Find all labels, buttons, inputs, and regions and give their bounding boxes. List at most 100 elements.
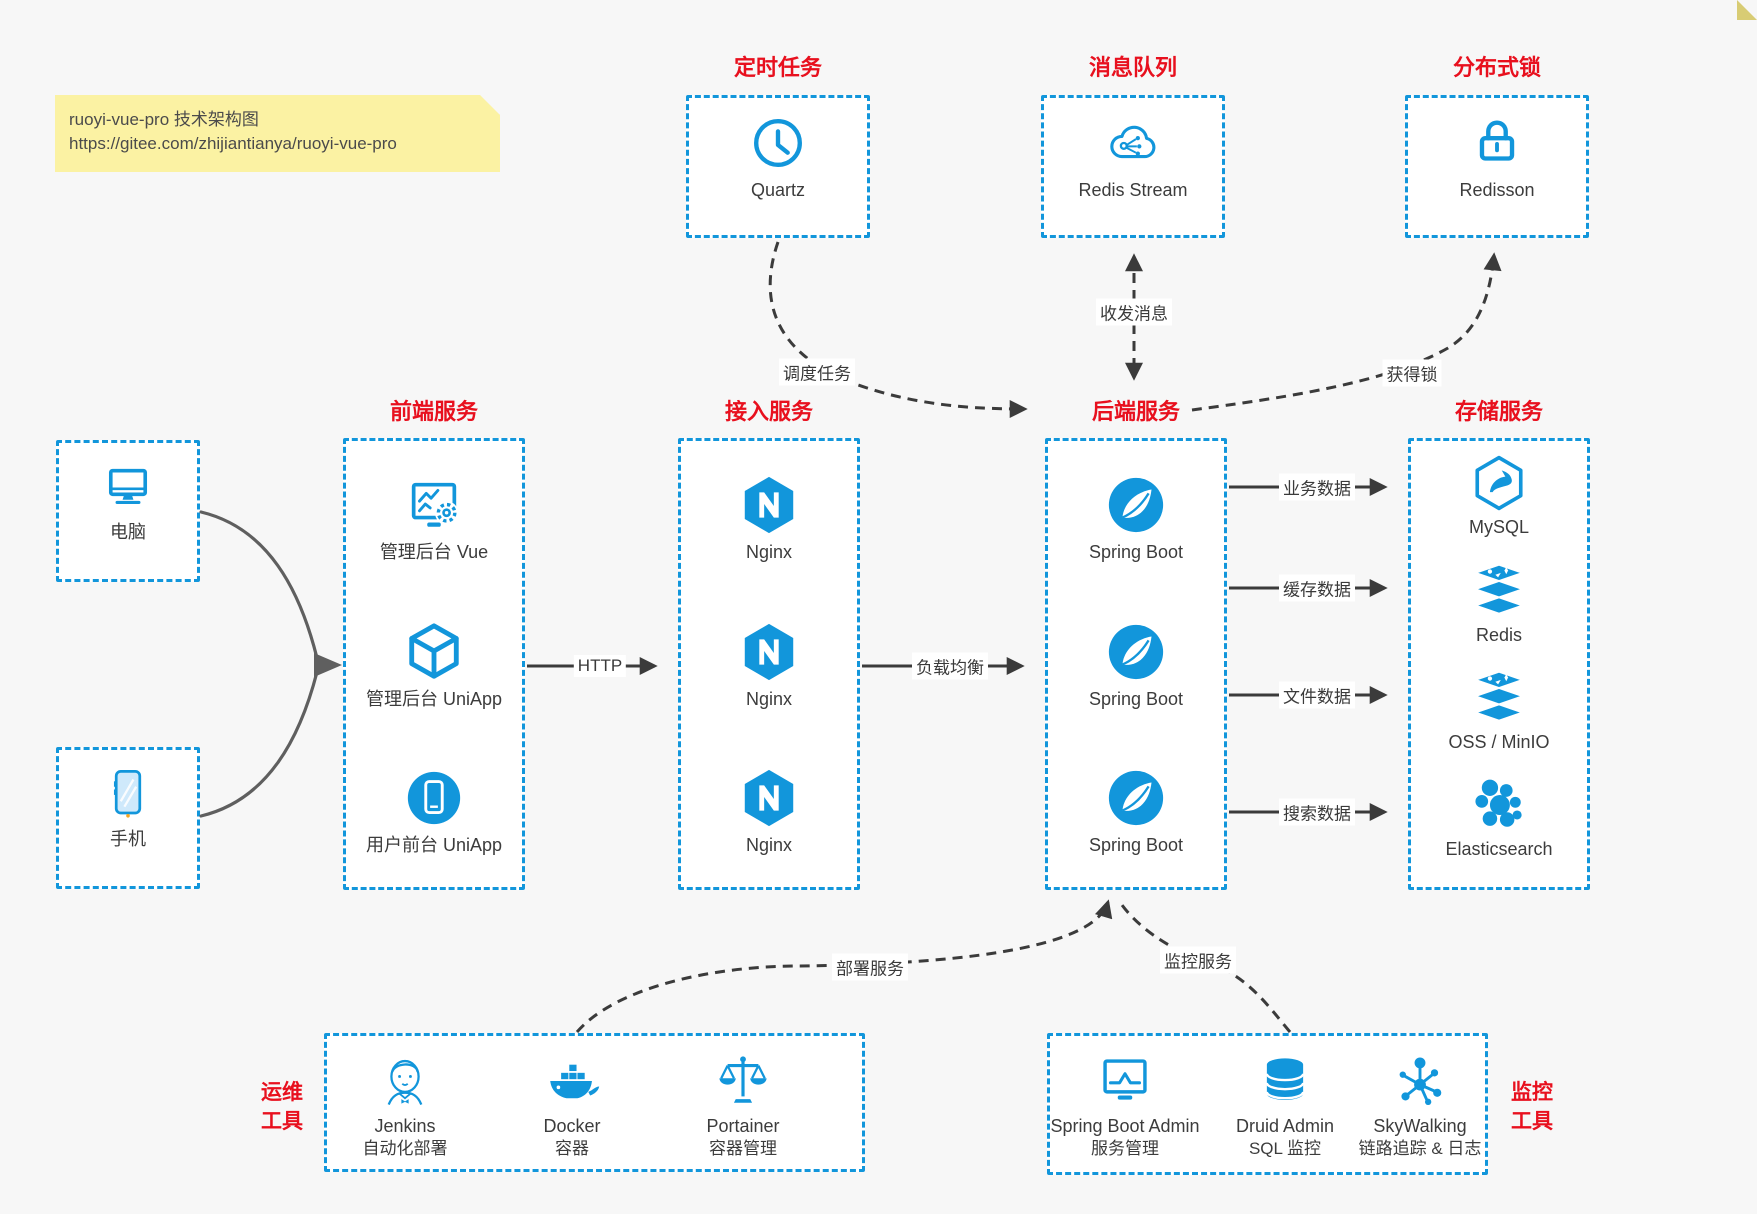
clients-arrowhead (314, 653, 342, 677)
title-scheduled-tasks: 定时任务 (733, 55, 823, 80)
redisson-box (1405, 95, 1589, 238)
mobile-icon (113, 769, 142, 818)
nginx-label: Nginx (745, 689, 793, 709)
docker-icon (550, 1064, 600, 1099)
admin-vue-icon (411, 482, 459, 527)
portainer-label: Portainer (706, 1116, 780, 1136)
spring-leaf-icon (1108, 624, 1164, 680)
search-data-edge-label: 搜索数据 (1279, 798, 1355, 826)
sticky-note: ruoyi-vue-pro 技术架构图 https://gitee.com/zh… (55, 95, 500, 172)
uniapp-cube-icon (409, 623, 459, 679)
computer-label: 电脑 (110, 522, 146, 542)
elasticsearch-item: Elasticsearch (1409, 776, 1589, 861)
admin-uniapp-item: 管理后台 UniApp (344, 621, 524, 711)
title-gateway: 接入服务 (724, 399, 814, 424)
redis-label: Redis (1475, 625, 1523, 645)
spring-boot-admin-sublabel: 服务管理 (1091, 1139, 1159, 1158)
computer-box (56, 440, 200, 582)
nginx-item: Nginx (679, 621, 859, 711)
redis-stack-icon (1472, 563, 1526, 615)
skywalking-label: SkyWalking (1373, 1116, 1467, 1136)
deploy-edge-label: 部署服务 (832, 953, 908, 981)
spring-leaf-icon (1108, 477, 1164, 533)
nginx-label: Nginx (745, 542, 793, 562)
note-fold-corner (1737, 0, 1757, 20)
spring-boot-label: Spring Boot (1088, 542, 1184, 562)
druid-admin-label: Druid Admin (1235, 1116, 1335, 1136)
spring-boot-item: Spring Boot (1046, 621, 1226, 711)
schedule-edge-label: 调度任务 (779, 358, 855, 386)
title-storage: 存储服务 (1454, 399, 1544, 424)
redis-stream-label: Redis Stream (1078, 180, 1188, 200)
spring-leaf-icon (1108, 770, 1164, 826)
admin-monitor-icon (1103, 1059, 1147, 1100)
jenkins-label: Jenkins (374, 1116, 436, 1136)
computer-item: 电脑 (48, 458, 208, 544)
redis-stack-icon (1472, 670, 1526, 722)
phone-label: 手机 (110, 829, 146, 849)
nginx-label: Nginx (745, 835, 793, 855)
monitor-tools-side-label: 监控 工具 (1511, 1081, 1553, 1133)
skywalking-sublabel: 链路追踪 & 日志 (1358, 1139, 1482, 1158)
druid-admin-item: Druid Admin SQL 监控 (1190, 1052, 1380, 1160)
docker-label: Docker (543, 1116, 601, 1136)
user-app-icon (407, 771, 461, 825)
skywalking-item: SkyWalking 链路追踪 & 日志 (1325, 1052, 1515, 1160)
send-receive-edge-label: 收发消息 (1096, 298, 1172, 326)
docker-item: Docker 容器 (477, 1052, 667, 1160)
nginx-item: Nginx (679, 474, 859, 564)
acquire-lock-arrow (1191, 252, 1502, 412)
portainer-icon (719, 1056, 767, 1103)
quartz-item: Quartz (688, 112, 868, 202)
user-uniapp-label: 用户前台 UniApp (365, 835, 503, 855)
title-frontend: 前端服务 (389, 399, 479, 424)
jenkins-item: Jenkins 自动化部署 (310, 1052, 500, 1160)
title-backend: 后端服务 (1091, 399, 1181, 424)
user-uniapp-item: 用户前台 UniApp (344, 767, 524, 857)
mysql-dolphin-icon (1475, 455, 1523, 511)
oss-minio-item: OSS / MinIO (1409, 669, 1589, 754)
spring-boot-label: Spring Boot (1088, 835, 1184, 855)
http-edge-label: HTTP (573, 655, 627, 677)
jenkins-icon (387, 1059, 423, 1106)
spring-boot-item: Spring Boot (1046, 474, 1226, 564)
note-url: https://gitee.com/zhijiantianya/ruoyi-vu… (69, 134, 397, 153)
cloud-network-icon (1110, 125, 1156, 159)
jenkins-sublabel: 自动化部署 (362, 1139, 448, 1158)
file-data-edge-label: 文件数据 (1279, 681, 1355, 709)
computer-to-frontend-arrow (199, 510, 319, 660)
admin-vue-item: 管理后台 Vue (344, 474, 524, 564)
mysql-item: MySQL (1409, 454, 1589, 539)
nginx-item: Nginx (679, 767, 859, 857)
skywalking-icon (1399, 1057, 1442, 1106)
spring-boot-admin-label: Spring Boot Admin (1050, 1116, 1200, 1136)
monitor-edge-label: 监控服务 (1160, 946, 1236, 974)
note-title: ruoyi-vue-pro 技术架构图 (69, 110, 259, 129)
elasticsearch-icon (1475, 779, 1522, 827)
ops-tools-box (324, 1033, 865, 1172)
redis-stream-box (1041, 95, 1225, 238)
phone-to-frontend-arrow (199, 670, 319, 818)
redis-item: Redis (1409, 562, 1589, 647)
oss-minio-label: OSS / MinIO (1448, 732, 1550, 752)
nginx-icon (744, 476, 794, 534)
admin-vue-label: 管理后台 Vue (379, 542, 489, 562)
portainer-item: Portainer 容器管理 (648, 1052, 838, 1160)
nginx-icon (744, 769, 794, 827)
clock-icon (754, 119, 802, 167)
spring-boot-label: Spring Boot (1088, 689, 1184, 709)
docker-sublabel: 容器 (555, 1139, 589, 1158)
title-distributed-lock: 分布式锁 (1452, 55, 1542, 80)
cache-data-edge-label: 缓存数据 (1279, 574, 1355, 602)
druid-admin-sublabel: SQL 监控 (1248, 1139, 1322, 1158)
desktop-icon (108, 468, 148, 504)
acquire-lock-edge-label: 获得锁 (1382, 359, 1442, 387)
ops-tools-side-label: 运维 工具 (261, 1081, 303, 1133)
monitor-tools-box (1047, 1033, 1488, 1175)
redisson-label: Redisson (1459, 180, 1535, 200)
lock-icon (1479, 120, 1515, 161)
portainer-sublabel: 容器管理 (709, 1139, 777, 1158)
title-message-queue: 消息队列 (1088, 55, 1178, 80)
redisson-item: Redisson (1407, 112, 1587, 202)
